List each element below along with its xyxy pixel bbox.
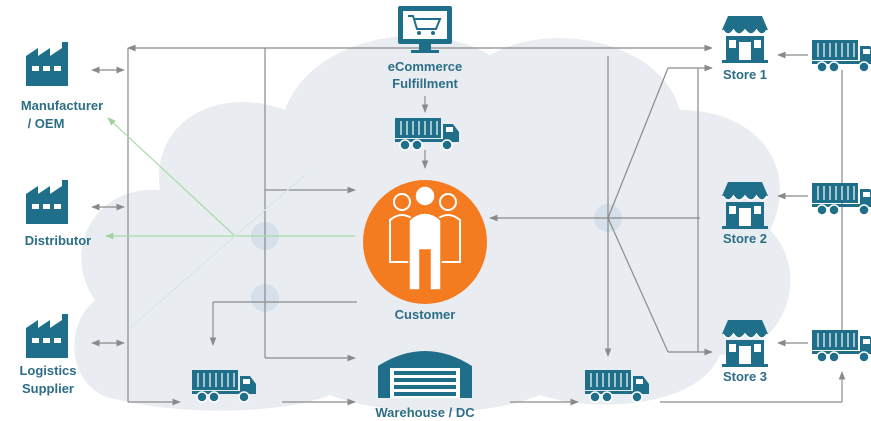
store-1-node[interactable]: Store 1 xyxy=(721,15,769,82)
store-2-label: Store 2 xyxy=(723,231,767,246)
store-icon xyxy=(721,319,769,368)
ecommerce-fulfillment-node[interactable]: eCommerce Fulfillment xyxy=(388,6,462,91)
customer-label: Customer xyxy=(395,307,456,322)
store-1-label: Store 1 xyxy=(723,67,767,82)
factory-icon xyxy=(26,180,68,224)
store-3-node[interactable]: Store 3 xyxy=(721,319,769,384)
store-icon xyxy=(721,181,769,230)
customers-group-icon xyxy=(389,185,461,291)
store-2-node[interactable]: Store 2 xyxy=(721,181,769,246)
flow-lines xyxy=(91,44,846,406)
manufacturer-label-line2: / OEM xyxy=(28,116,65,131)
warehouse-node[interactable]: Warehouse / DC xyxy=(375,351,475,420)
customer-node[interactable]: Customer xyxy=(363,180,487,322)
logistics-supplier-node[interactable]: Logistics Supplier xyxy=(19,314,77,396)
distributor-label: Distributor xyxy=(25,233,91,248)
factory-icon xyxy=(26,314,68,358)
warehouse-label: Warehouse / DC xyxy=(375,405,475,420)
information-flow-lines xyxy=(105,117,355,329)
warehouse-icon xyxy=(378,351,472,398)
logistics-label-line2: Supplier xyxy=(22,381,74,396)
truck-icon-store3 xyxy=(811,329,871,363)
ecommerce-label-line2: Fulfillment xyxy=(392,76,458,91)
manufacturer-node[interactable]: Manufacturer / OEM xyxy=(21,42,103,131)
store-icon xyxy=(721,15,769,64)
logistics-label-line1: Logistics xyxy=(19,363,76,378)
factory-icon xyxy=(26,42,68,86)
manufacturer-label-line1: Manufacturer xyxy=(21,98,103,113)
ecommerce-label-line1: eCommerce xyxy=(388,59,462,74)
shopping-cart-monitor-icon xyxy=(398,6,452,53)
store-3-label: Store 3 xyxy=(723,369,767,384)
truck-icon-store1 xyxy=(811,39,871,73)
distributor-node[interactable]: Distributor xyxy=(25,180,91,248)
